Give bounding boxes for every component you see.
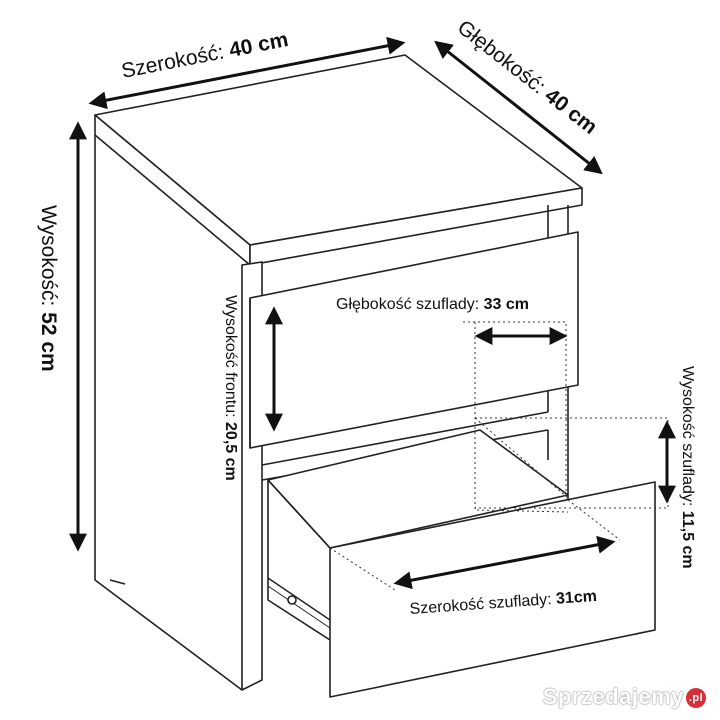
drawer-height-value: 11,5 cm: [679, 511, 696, 569]
height-label-text: Wysokość:: [37, 205, 60, 312]
left-side-panel: [94, 135, 243, 691]
drawer-width-value: 31cm: [555, 588, 597, 608]
drawer-height-label: Wysokość szuflady: 11,5 cm: [679, 366, 696, 569]
watermark-logo: Sprzedajemy.pl: [543, 684, 706, 710]
height-label: Wysokość: 52 cm: [37, 205, 60, 372]
top-slab-side-edge: [249, 187, 583, 266]
drawer-height-label-text: Wysokość szuflady:: [679, 366, 696, 511]
drawer-depth-label: Głębokość szuflady: 33 cm: [336, 296, 529, 313]
dimension-arrows: [69, 36, 676, 590]
width-label: Szerokość: 40 cm: [120, 28, 291, 83]
height-value: 52 cm: [37, 312, 60, 372]
width-value: 40 cm: [227, 28, 290, 62]
lower-drawer-front: [329, 481, 656, 698]
nightstand-outline: [94, 54, 656, 698]
drawer-slide: [267, 577, 331, 621]
front-height-label-text: Wysokość frontu:: [222, 295, 239, 422]
watermark-text: Sprzedajemy: [542, 684, 684, 709]
drawer-depth-label-text: Głębokość szuflady:: [336, 296, 484, 313]
watermark-suffix: .pl: [686, 688, 706, 709]
width-label-text: Szerokość:: [120, 39, 232, 83]
drawer-depth-value: 33 cm: [484, 296, 529, 313]
drawer-width-arrow: [393, 535, 616, 590]
front-height-value: 20,5 cm: [222, 422, 239, 481]
depth-label-text: Głębokość:: [453, 16, 555, 102]
guide-lines: [329, 321, 669, 591]
front-height-label: Wysokość frontu: 20,5 cm: [222, 295, 239, 481]
width-arrow: [88, 36, 406, 110]
depth-arrow: [434, 40, 603, 175]
